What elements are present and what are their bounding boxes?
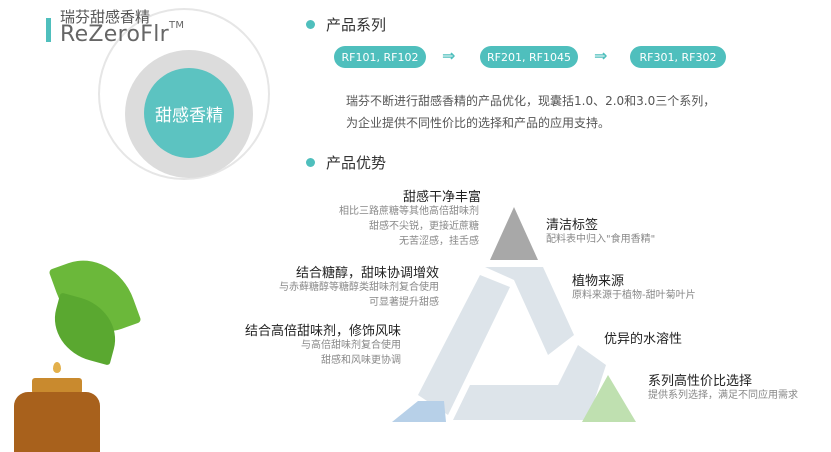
brand-name-en: ReZeroFlrTM xyxy=(60,20,185,47)
arrow-right-icon: ⇒ xyxy=(442,46,456,65)
adv-left-1-title: 甜感干净丰富 xyxy=(402,190,481,205)
adv-right-3-title: 优异的水溶性 xyxy=(604,332,683,347)
arrow-right-icon: ⇒ xyxy=(594,46,608,65)
brand-accent-bar xyxy=(46,18,51,42)
triangle-bottom-segment xyxy=(453,345,606,420)
adv-left-1-sub-1: 相比三路蔗糖等其他高倍甜味剂 xyxy=(339,206,479,217)
series-pill-2: RF201, RF1045 xyxy=(480,46,578,68)
advantage-triangle xyxy=(392,207,636,422)
adv-left-2-sub-1: 与赤藓糖醇等糖醇类甜味剂复合使用 xyxy=(279,282,439,293)
brand-name-cn: 瑞芬甜感香精 xyxy=(60,8,151,26)
adv-left-3-sub-2: 甜感和风味更协调 xyxy=(321,355,401,366)
adv-left-2-sub-2: 可显著提升甜感 xyxy=(369,297,439,308)
adv-right-1-title: 清洁标签 xyxy=(546,218,599,233)
series-title: 产品系列 xyxy=(326,16,387,34)
adv-right-1-sub-1: 配料表中归入"食用香精" xyxy=(546,234,656,245)
core-circle: 甜感香精 xyxy=(144,68,234,158)
adv-right-2-sub-1: 原料来源于植物-甜叶菊叶片 xyxy=(572,290,696,301)
adv-left-1-sub-2: 甜感不尖锐，更接近蔗糖 xyxy=(369,221,479,232)
series-desc-line-1: 瑞芬不断进行甜感香精的产品优化，现囊括1.0、2.0和3.0三个系列， xyxy=(346,94,716,108)
advantages-title: 产品优势 xyxy=(326,154,387,172)
adv-left-2-title: 结合糖醇，甜味协调增效 xyxy=(295,266,439,281)
triangle-left-segment xyxy=(418,275,510,415)
bottle-neck xyxy=(32,378,82,394)
adv-right-4-sub-1: 提供系列选择，满足不同应用需求 xyxy=(648,390,798,401)
triangle-corner-blue xyxy=(392,401,446,422)
core-label: 甜感香精 xyxy=(155,105,223,126)
adv-left-3-sub-1: 与高倍甜味剂复合使用 xyxy=(301,340,401,351)
bottle-icon xyxy=(14,392,100,452)
series-pill-1: RF101, RF102 xyxy=(334,46,426,68)
triangle-corner-green xyxy=(582,375,636,422)
adv-left-1-sub-3: 无苦涩感，挂舌感 xyxy=(399,236,479,247)
series-desc-line-2: 为企业提供不同性价比的选择和产品的应用支持。 xyxy=(346,116,611,130)
adv-left-3-title: 结合高倍甜味剂，修饰风味 xyxy=(244,324,401,339)
series-bullet xyxy=(306,20,315,29)
triangle-right-segment xyxy=(485,267,574,355)
series-pill-3: RF301, RF302 xyxy=(630,46,726,68)
drop-icon xyxy=(53,362,61,373)
trademark: TM xyxy=(168,20,185,31)
adv-right-4-title: 系列高性价比选择 xyxy=(648,374,753,389)
triangle-top-segment xyxy=(490,207,538,260)
advantages-bullet xyxy=(306,158,315,167)
adv-right-2-title: 植物来源 xyxy=(572,274,625,289)
